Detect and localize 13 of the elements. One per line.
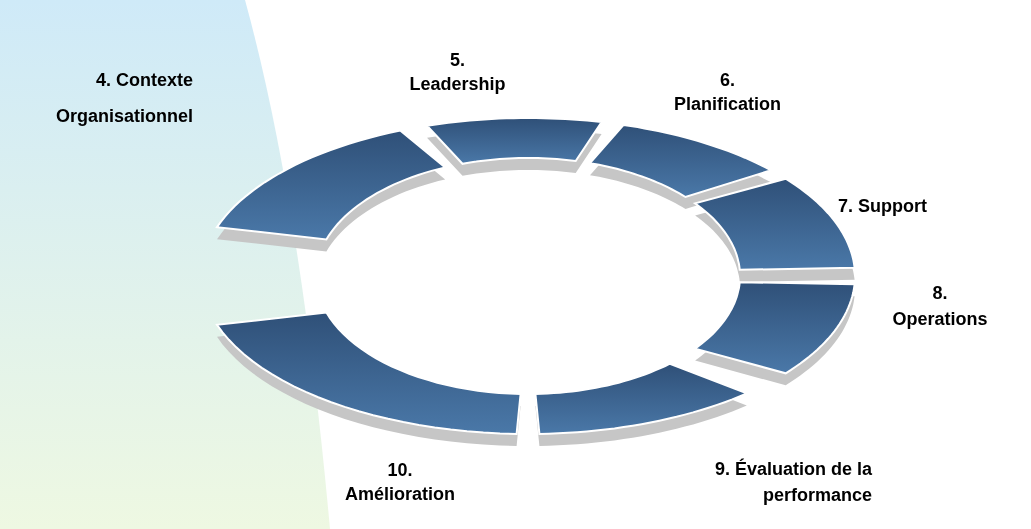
segment-label: 6. Planification xyxy=(673,69,782,116)
segment-label: 10. Amélioration xyxy=(344,459,456,506)
ring-segment xyxy=(692,177,856,282)
ring-segment xyxy=(692,281,856,386)
segment-label: 9. Évaluation de la performance xyxy=(713,457,872,507)
ring-segment xyxy=(215,311,522,446)
segment-label: 8. Operations xyxy=(891,282,989,331)
segment-label: 5. Leadership xyxy=(408,49,507,96)
ring-segment xyxy=(534,362,750,446)
ring-segment xyxy=(424,117,604,176)
ring-segment xyxy=(215,129,448,252)
segment-label: 4. Contexte Organisationnel xyxy=(54,69,193,128)
segment-label: 7. Support xyxy=(838,195,928,218)
